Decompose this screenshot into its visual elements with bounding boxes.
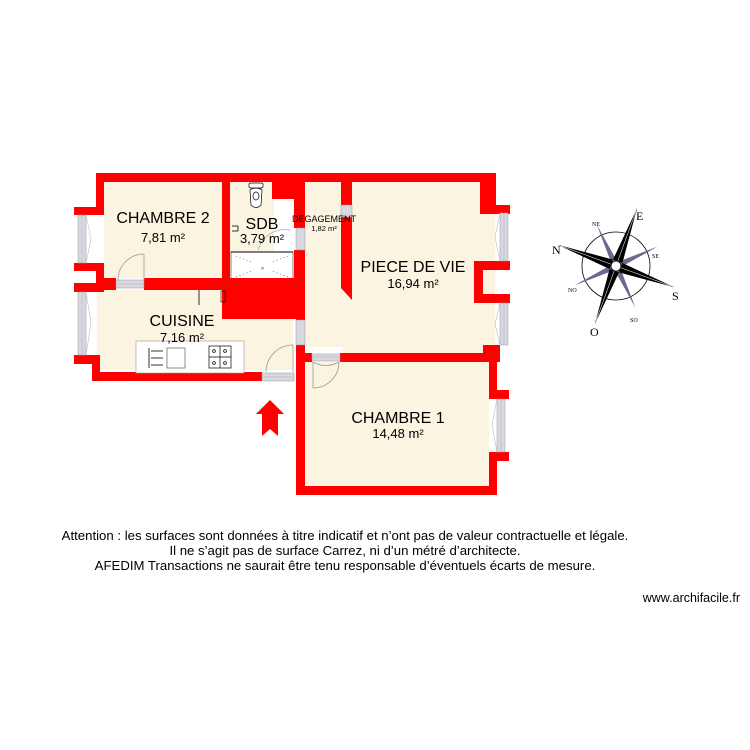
- compass-label-se: SE: [652, 254, 659, 260]
- room-label-chambre2: CHAMBRE 2 7,81 m²: [116, 210, 209, 245]
- disclaimer-line: AFEDIM Transactions ne saurait être tenu…: [94, 558, 596, 573]
- floor-piece-de-vie: [343, 182, 495, 354]
- room-area: 7,16 m²: [160, 330, 205, 345]
- room-area: 7,81 m²: [141, 230, 186, 245]
- svg-text:>: >: [261, 266, 264, 272]
- disclaimer-line: Attention : les surfaces sont données à …: [61, 528, 629, 543]
- stove-icon: [208, 345, 232, 369]
- kitchen-sink-icon: [148, 347, 186, 369]
- room-name: PIECE DE VIE: [361, 259, 466, 276]
- compass-label-o: O: [590, 325, 599, 339]
- room-name: CHAMBRE 1: [351, 410, 444, 427]
- room-name: CUISINE: [150, 313, 215, 330]
- toilet-icon: [248, 182, 264, 208]
- disclaimer: Attention : les surfaces sont données à …: [0, 528, 690, 573]
- entry-arrow-icon: [256, 400, 284, 436]
- walls: [74, 173, 510, 495]
- website-credit: www.archifacile.fr: [642, 591, 740, 605]
- compass-rose-icon: N E S O NE SE NO SO: [552, 207, 679, 339]
- room-label-cuisine: CUISINE 7,16 m²: [150, 313, 215, 345]
- disclaimer-line: Il ne s’agit pas de surface Carrez, ni d…: [169, 543, 521, 558]
- room-label-degagement: DEGAGEMENT 1,82 m²: [292, 214, 357, 233]
- door-swings: [117, 253, 340, 389]
- floor-chambre1: [305, 362, 489, 486]
- compass-label-so: SO: [630, 318, 638, 324]
- kitchen-counter: [135, 340, 245, 374]
- room-area: 3,79 m²: [240, 231, 285, 246]
- floor-degagement: [305, 182, 343, 347]
- compass-label-e: E: [636, 209, 643, 223]
- room-name: CHAMBRE 2: [116, 210, 209, 227]
- room-area: 16,94 m²: [387, 276, 439, 291]
- room-label-piece-de-vie: PIECE DE VIE 16,94 m²: [361, 259, 466, 291]
- room-area: 14,48 m²: [372, 426, 424, 441]
- room-name: SDB: [246, 216, 279, 233]
- floor-chambre2: [104, 182, 222, 278]
- room-label-sdb: SDB 3,79 m²: [240, 216, 285, 246]
- room-label-chambre1: CHAMBRE 1 14,48 m²: [351, 410, 444, 441]
- sink-icon: [232, 225, 239, 232]
- compass-label-no: NO: [568, 288, 577, 294]
- compass-label-s: S: [672, 289, 679, 303]
- room-area: 1,82 m²: [311, 224, 337, 233]
- compass-label-ne: NE: [592, 222, 600, 228]
- compass-label-n: N: [552, 243, 561, 257]
- room-name: DEGAGEMENT: [292, 214, 357, 224]
